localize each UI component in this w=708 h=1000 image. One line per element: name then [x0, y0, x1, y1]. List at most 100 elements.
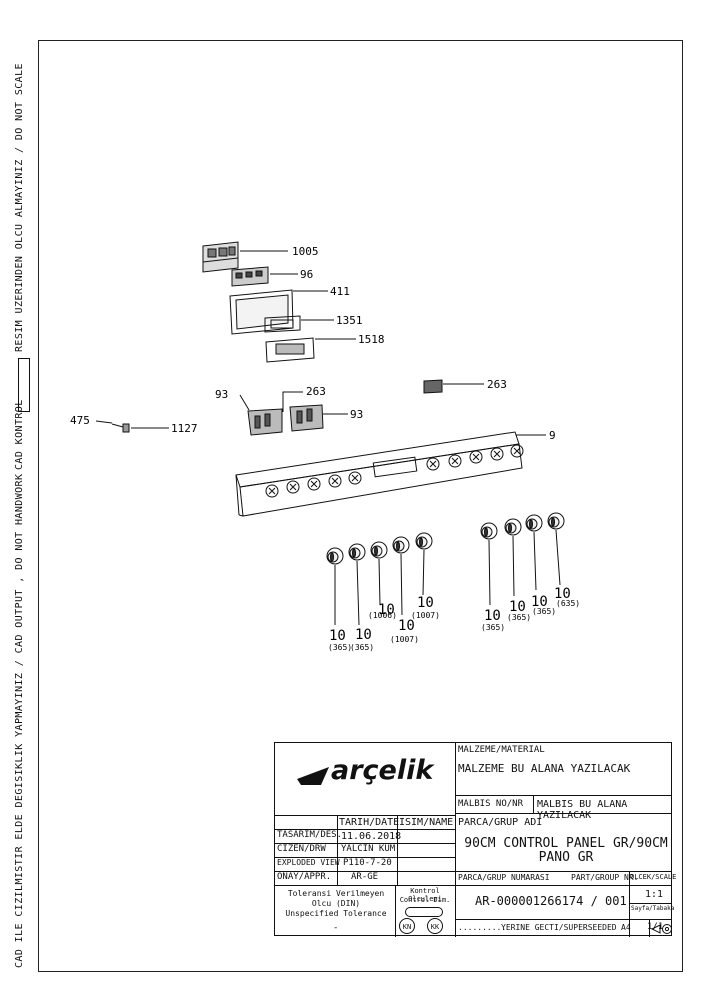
- callout-1351: 1351: [336, 314, 363, 327]
- knob-code: (635): [556, 599, 580, 608]
- knob-number: 10: [531, 594, 548, 610]
- brand-wordmark: arçelik: [331, 755, 434, 786]
- callout-93-left: 93: [215, 388, 228, 401]
- tolerance-line3: Unspecified Tolerance: [285, 909, 387, 918]
- part-1005: [202, 241, 239, 273]
- role-des: TASARIM/DES.: [277, 830, 343, 840]
- panel-knob-cross: [451, 457, 459, 465]
- panel-knob-hole: [510, 444, 524, 458]
- part-96: [231, 266, 269, 287]
- scale-label: OLCEK/SCALE: [630, 873, 677, 881]
- knob-code: (365): [328, 643, 352, 652]
- date-drw: YALCIN KUM: [341, 844, 396, 854]
- control-knob: [547, 512, 565, 586]
- part-no-label: PARCA/GRUP NUMARASI: [458, 873, 550, 882]
- control-knob: [525, 514, 543, 591]
- callout-9: 9: [549, 429, 556, 442]
- part-93-left: [247, 408, 283, 436]
- tolerance-value: -: [333, 923, 339, 933]
- control-knob: [415, 532, 433, 596]
- knob-code: (1006): [368, 611, 397, 620]
- panel-knob-cross: [310, 480, 318, 488]
- tolerance-line2: Olcu (DIN): [311, 899, 361, 908]
- control-label1: Kontrol Olculeri: [408, 887, 442, 903]
- control-oval: [405, 907, 443, 917]
- date-exploded: P110-7-20: [343, 858, 392, 868]
- part-1351: [264, 315, 301, 333]
- control-knob: [370, 541, 388, 606]
- brand-swoosh-icon: [297, 767, 329, 785]
- panel-knob-cross: [429, 460, 437, 468]
- knob-code: (1007): [411, 611, 440, 620]
- control-knob: [392, 536, 410, 616]
- knob-number: 10: [378, 602, 395, 618]
- part-9-panel: [235, 431, 523, 517]
- part-no: AR-000001266174 / 001: [475, 894, 627, 908]
- panel-knob-cross: [268, 487, 276, 495]
- callout-96: 96: [300, 268, 313, 281]
- superseded-dots: ..........: [458, 923, 507, 932]
- knob-code: (365): [532, 607, 556, 616]
- control-knob: [348, 543, 366, 626]
- role-appr: ONAY/APPR.: [277, 872, 332, 882]
- callout-1005: 1005: [292, 245, 319, 258]
- knob-number: 10: [329, 628, 346, 644]
- panel-knob-cross: [493, 450, 501, 458]
- superseded: YERINE GECTI/SUPERSEEDED: [501, 923, 617, 932]
- knob-number: 10: [355, 627, 372, 643]
- kn-circle: KN: [399, 918, 415, 934]
- leader-93-left: [239, 394, 250, 411]
- projection-symbol-icon: [651, 924, 672, 934]
- knob-code: (365): [481, 623, 505, 632]
- part-93-right: [289, 404, 324, 432]
- part-1127: [111, 423, 130, 433]
- tolerance-line1: Toleransi Verilmeyen: [287, 889, 385, 898]
- control-label2: Control Dim.: [399, 896, 451, 904]
- part-411: [229, 289, 294, 335]
- scale-value: 1:1: [645, 889, 664, 900]
- panel-knob-cross: [289, 483, 297, 491]
- control-knob: [326, 547, 344, 625]
- knob-code: (365): [507, 613, 531, 622]
- loose-knobs: [326, 512, 565, 626]
- side-notes: RESIM UZERINDEN OLCU ALMAYINIZ / DO NOT …: [6, 0, 34, 1000]
- leader-475: [95, 420, 113, 424]
- panel-knob-cross: [351, 474, 359, 482]
- part-name: 90CM CONTROL PANEL GR/90CM PANO GR: [464, 836, 668, 866]
- panel-knob-hole: [286, 480, 300, 494]
- drawing-frame: [38, 40, 683, 972]
- knob-number: 10: [398, 618, 415, 634]
- material-label: MALZEME/MATERIAL: [458, 745, 545, 755]
- callout-263-right: 263: [487, 378, 507, 391]
- callout-93-right: 93: [350, 408, 363, 421]
- date-header: TARIH/DATE: [339, 817, 400, 828]
- panel-knob-holes: [265, 444, 524, 498]
- part-no-label-en: PART/GROUP NR.: [571, 873, 639, 882]
- panel-knob-cross: [472, 453, 480, 461]
- date-des: 11.06.2018: [341, 831, 402, 842]
- panel-knob-hole: [448, 454, 462, 468]
- panel-knob-hole: [265, 484, 279, 498]
- material-value: MALZEME BU ALANA YAZILACAK: [458, 762, 631, 775]
- knob-number: 10: [509, 599, 526, 615]
- role-drw: CIZEN/DRW: [277, 844, 326, 854]
- date-appr: AR-GE: [351, 872, 379, 882]
- panel-knob-cross: [513, 447, 521, 455]
- brand-logo: arçelik: [295, 755, 445, 797]
- panel-knob-hole: [469, 450, 483, 464]
- panel-knob-hole: [490, 447, 504, 461]
- name-header: ISIM/NAME: [399, 817, 454, 828]
- malbis-label: MALBIS NO/NR: [458, 799, 524, 809]
- knob-code: (1007): [390, 635, 419, 644]
- callout-475: 475: [70, 414, 90, 427]
- panel-knob-hole: [328, 474, 342, 488]
- callout-411: 411: [330, 285, 350, 298]
- control-knob: [504, 518, 522, 597]
- part-name-label: PARCA/GRUP ADI: [458, 817, 543, 828]
- part-1518: [265, 337, 315, 363]
- panel-knob-hole: [348, 471, 362, 485]
- kk-circle: KK: [427, 918, 443, 934]
- panel-knob-hole: [307, 477, 321, 491]
- callout-1518: 1518: [358, 333, 385, 346]
